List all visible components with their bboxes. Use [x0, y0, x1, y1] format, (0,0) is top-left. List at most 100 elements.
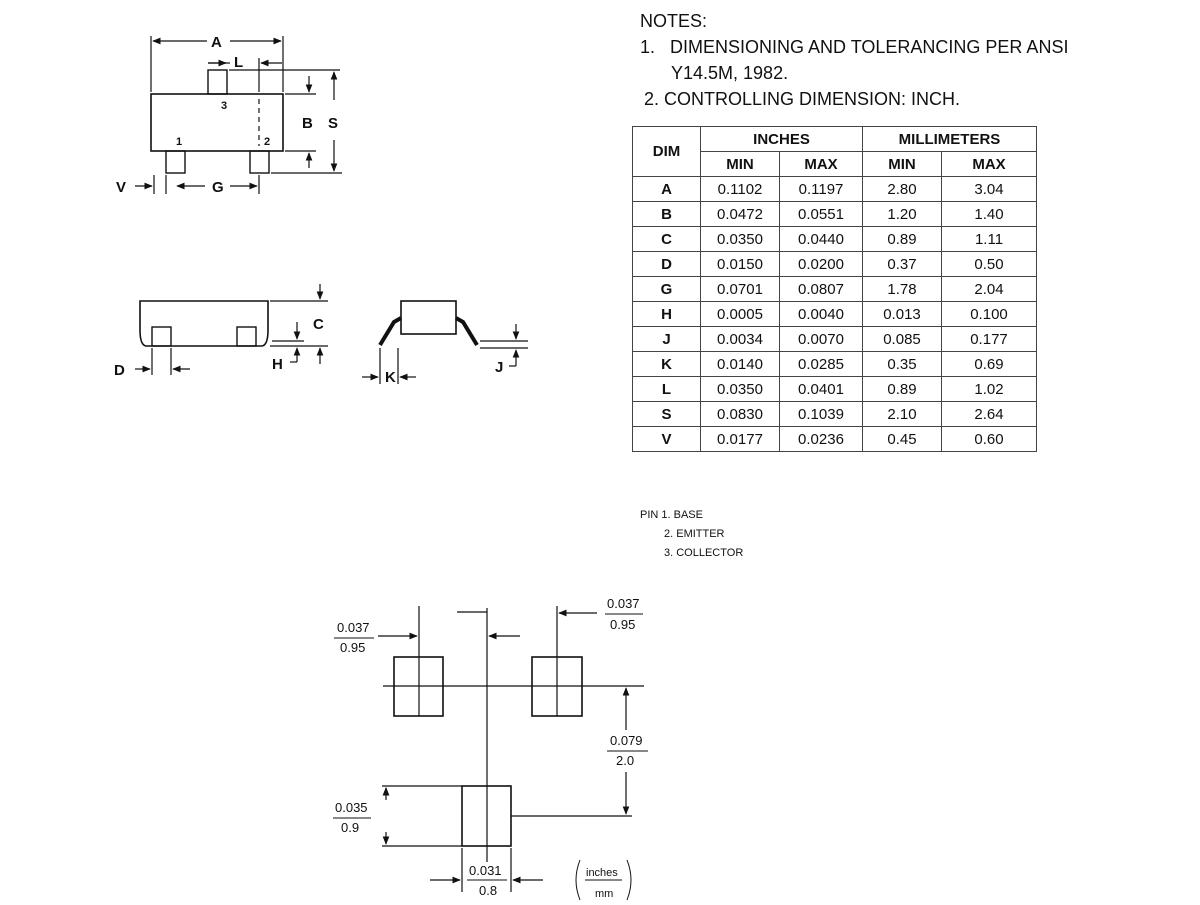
- inches-max-cell: 0.1039: [779, 401, 863, 427]
- mm-min-cell: 2.10: [862, 401, 942, 427]
- note-2: 2. CONTROLLING DIMENSION: INCH.: [640, 86, 1068, 112]
- mm-min-cell: 0.085: [862, 326, 942, 352]
- inches-max-cell: 0.0401: [779, 376, 863, 402]
- pin-2-marker: 2: [264, 136, 270, 148]
- fp-pitch-inches: 0.037: [607, 596, 640, 611]
- label-G: G: [212, 179, 224, 196]
- mm-max-cell: 0.177: [941, 326, 1037, 352]
- inches-min-cell: 0.1102: [700, 176, 780, 202]
- fp-pad-height-mm: 0.9: [341, 820, 359, 835]
- pin-3-marker: 3: [221, 100, 227, 112]
- pin-item-base: PIN 1. BASE: [640, 506, 743, 525]
- mm-min-cell: 0.45: [862, 426, 942, 452]
- end-lead-left: [378, 316, 402, 347]
- footprint-drawing: [333, 606, 648, 901]
- pin-item-collector: 3. COLLECTOR: [664, 547, 744, 559]
- fp-row-spacing-mm: 2.0: [616, 753, 634, 768]
- inches-max-cell: 0.0070: [779, 326, 863, 352]
- label-C: C: [313, 316, 324, 333]
- notes-block: NOTES: 1. DIMENSIONING AND TOLERANCING P…: [640, 8, 1068, 112]
- end-body-outline: [400, 300, 457, 335]
- inches-min-cell: 0.0350: [700, 226, 780, 252]
- dim-cell: V: [632, 426, 701, 452]
- mm-max-cell: 0.100: [941, 301, 1037, 327]
- label-J: J: [495, 359, 503, 376]
- pin-1-text: 1. BASE: [661, 509, 703, 521]
- note-1-continuation: Y14.5M, 1982.: [671, 63, 789, 83]
- fp-row-spacing-inches: 0.079: [610, 733, 643, 748]
- note-2-text: CONTROLLING DIMENSION: INCH.: [664, 89, 961, 109]
- inches-min-cell: 0.0034: [700, 326, 780, 352]
- inches-min-cell: 0.0140: [700, 351, 780, 377]
- fp-pad-height-inches: 0.035: [335, 800, 368, 815]
- end-view: [362, 300, 528, 384]
- fp-pitch-mm: 0.95: [610, 617, 635, 632]
- label-A: A: [211, 34, 222, 51]
- inches-min-cell: 0.0701: [700, 276, 780, 302]
- inches-max-header: MAX: [779, 151, 863, 177]
- inches-min-cell: 0.0177: [700, 426, 780, 452]
- side-lead-left: [151, 326, 172, 347]
- dim-header: DIM: [632, 126, 701, 177]
- label-K: K: [385, 369, 396, 386]
- pin-1-marker: 1: [176, 136, 182, 148]
- side-body-outline: [139, 300, 269, 347]
- inches-min-cell: 0.0472: [700, 201, 780, 227]
- label-B: B: [302, 115, 313, 132]
- mm-max-cell: 0.60: [941, 426, 1037, 452]
- inches-min-cell: 0.0005: [700, 301, 780, 327]
- note-1: 1. DIMENSIONING AND TOLERANCING PER ANSI: [640, 34, 1068, 60]
- label-H: H: [272, 356, 283, 373]
- pin-label: PIN: [640, 509, 659, 521]
- dim-cell: C: [632, 226, 701, 252]
- mm-min-cell: 0.37: [862, 251, 942, 277]
- inches-max-cell: 0.0200: [779, 251, 863, 277]
- label-S: S: [328, 115, 338, 132]
- pin-item-emitter: 2. EMITTER: [664, 528, 725, 540]
- fp-units-mm: mm: [595, 888, 613, 900]
- label-L: L: [234, 54, 243, 71]
- end-lead-right: [455, 316, 479, 347]
- fp-bottom-pad-width-inches: 0.031: [469, 863, 502, 878]
- pin-list: PIN 1. BASE 2. EMITTER 3. COLLECTOR: [640, 506, 743, 563]
- top-lead-1: [165, 150, 186, 174]
- dim-cell: A: [632, 176, 701, 202]
- top-lead-2: [249, 150, 270, 174]
- dim-cell: G: [632, 276, 701, 302]
- side-view: [135, 284, 328, 375]
- mm-min-cell: 0.013: [862, 301, 942, 327]
- inches-max-cell: 0.1197: [779, 176, 863, 202]
- dim-cell: L: [632, 376, 701, 402]
- fp-bottom-pad-width-mm: 0.8: [479, 883, 497, 898]
- inches-max-cell: 0.0040: [779, 301, 863, 327]
- mm-min-cell: 2.80: [862, 176, 942, 202]
- fp-pad-width-mm: 0.95: [340, 640, 365, 655]
- top-view: [135, 36, 342, 194]
- note-1-text: DIMENSIONING AND TOLERANCING PER ANSI: [670, 37, 1069, 57]
- mm-max-cell: 0.69: [941, 351, 1037, 377]
- inches-min-cell: 0.0350: [700, 376, 780, 402]
- label-V: V: [116, 179, 126, 196]
- label-D: D: [114, 362, 125, 379]
- notes-title: NOTES:: [640, 11, 708, 31]
- fp-units-inches: inches: [586, 867, 618, 879]
- inches-header: INCHES: [700, 126, 863, 152]
- side-lead-right: [236, 326, 257, 347]
- note-2-number: 2.: [644, 89, 660, 109]
- fp-pad-width-inches: 0.037: [337, 620, 370, 635]
- top-lead-3: [207, 69, 228, 95]
- mm-min-cell: 0.89: [862, 376, 942, 402]
- inches-max-cell: 0.0285: [779, 351, 863, 377]
- inches-max-cell: 0.0440: [779, 226, 863, 252]
- dim-cell: B: [632, 201, 701, 227]
